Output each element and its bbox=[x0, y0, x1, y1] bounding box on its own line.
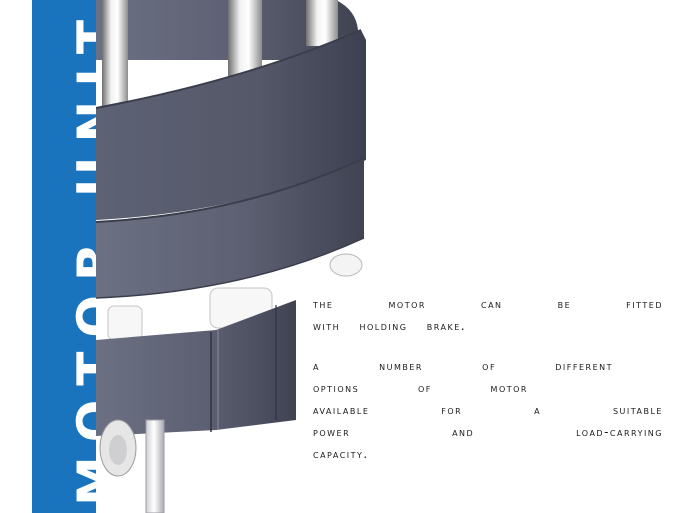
text-line: available for a suitable bbox=[313, 403, 663, 417]
rod bbox=[102, 0, 128, 112]
motor-illustration bbox=[96, 0, 366, 513]
lower-body bbox=[96, 300, 296, 436]
shaft bbox=[145, 419, 165, 513]
ring-seam bbox=[96, 237, 365, 299]
side-banner: MOTOR UNIT bbox=[32, 0, 125, 513]
text-line: options of motor bbox=[313, 381, 528, 395]
middle-collar bbox=[96, 158, 364, 298]
collar-edge bbox=[96, 29, 362, 109]
text-line: capacity. bbox=[313, 447, 369, 461]
text-line: A number of different bbox=[313, 359, 613, 373]
paragraph-brake: The motor can be fitted with holding bra… bbox=[313, 293, 663, 337]
description-text: The motor can be fitted with holding bra… bbox=[313, 293, 663, 465]
text-line: The motor can be fitted bbox=[313, 297, 663, 311]
upper-cylinder bbox=[96, 0, 358, 60]
paragraph-options: A number of different options of motor a… bbox=[313, 355, 663, 465]
stud bbox=[329, 253, 363, 277]
rod bbox=[306, 0, 338, 46]
ring-seam bbox=[96, 157, 365, 223]
stud bbox=[107, 305, 143, 341]
text-line: power and load-carrying bbox=[313, 425, 663, 439]
top-collar bbox=[96, 30, 366, 220]
bearing-hole bbox=[109, 435, 127, 465]
text-line: with holding brake. bbox=[313, 319, 467, 333]
